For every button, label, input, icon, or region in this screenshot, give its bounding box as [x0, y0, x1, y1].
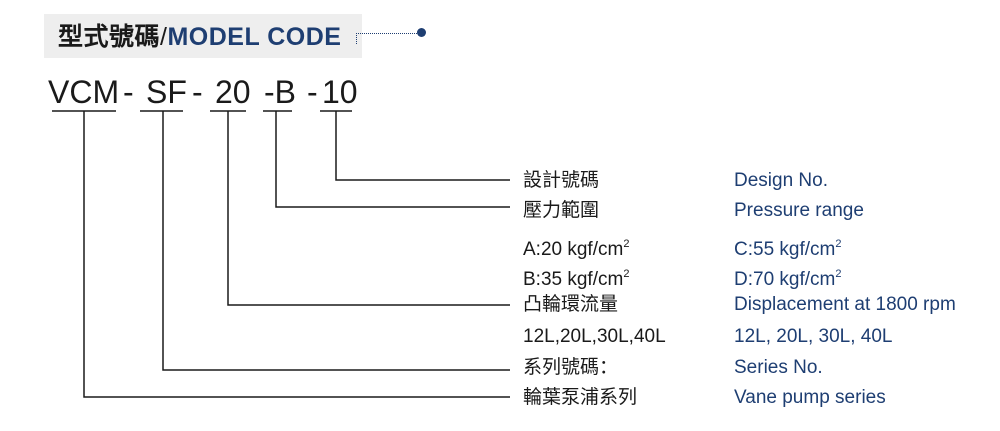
- row-vane-pump-zh: 輪葉泵浦系列: [523, 387, 638, 408]
- row-pressure-a: A:20 kgf/cm2: [523, 238, 630, 260]
- row-displacement-en: Displacement at 1800 rpm: [734, 294, 956, 315]
- row-pressure-b: B:35 kgf/cm2: [523, 268, 630, 290]
- code-segment-10: 10: [322, 74, 358, 110]
- row-design-no-zh: 設計號碼: [523, 170, 600, 191]
- code-segment-sf: SF: [146, 74, 187, 110]
- row-design-no-en: Design No.: [734, 170, 828, 191]
- leader-series: [162, 111, 510, 371]
- code-segment-b: -B: [264, 74, 296, 110]
- leader-dot-icon: [417, 28, 426, 37]
- row-displacement-zh: 凸輪環流量: [523, 294, 619, 315]
- row-sizes-en: 12L, 20L, 30L, 40L: [734, 326, 893, 347]
- leader-vane-pump: [83, 111, 510, 398]
- leader-pressure: [275, 111, 510, 208]
- leader-design-no: [335, 111, 510, 181]
- title-english: MODEL CODE: [167, 23, 342, 51]
- row-sizes-zh: 12L,20L,30L,40L: [523, 326, 666, 347]
- code-separator: -: [307, 74, 318, 110]
- title-chinese: 型式號碼: [58, 23, 161, 51]
- row-pressure-en: Pressure range: [734, 200, 864, 221]
- row-series-en: Series No.: [734, 357, 823, 378]
- code-segment-vcm: VCM: [48, 74, 120, 110]
- code-separator: -: [123, 74, 134, 110]
- leader-displacement: [227, 111, 510, 306]
- dotted-leader: [356, 33, 423, 44]
- row-vane-pump-en: Vane pump series: [734, 387, 886, 408]
- row-pressure-d: D:70 kgf/cm2: [734, 268, 842, 290]
- title-slash: /: [160, 23, 168, 51]
- heading-background: [44, 14, 362, 58]
- row-pressure-zh: 壓力範圍: [523, 200, 600, 221]
- code-separator: -: [192, 74, 203, 110]
- page-title: 型式號碼/MODEL CODE: [58, 20, 341, 54]
- row-pressure-c: C:55 kgf/cm2: [734, 238, 842, 260]
- row-series-zh: 系列號碼：: [523, 357, 619, 378]
- code-segment-20: 20: [215, 74, 251, 110]
